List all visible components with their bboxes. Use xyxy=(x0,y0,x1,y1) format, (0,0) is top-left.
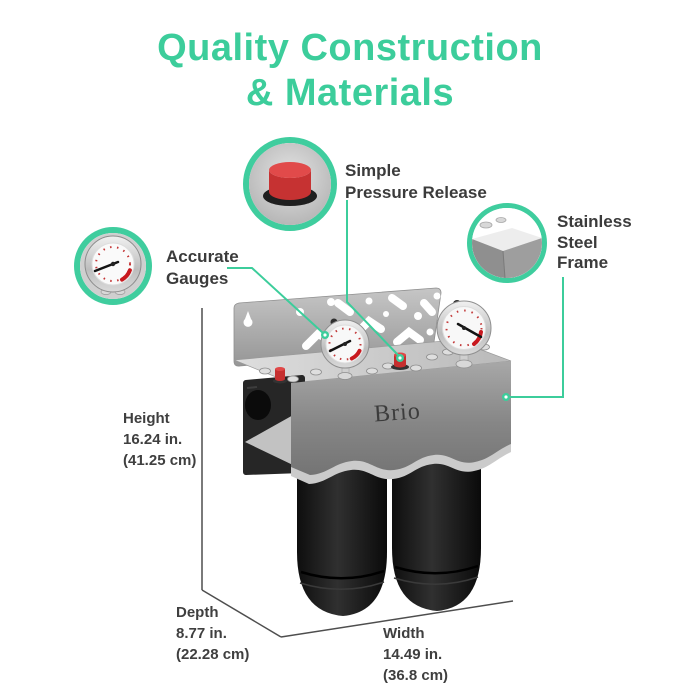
gauge-right xyxy=(436,300,492,369)
steel-corner-icon xyxy=(472,208,542,278)
callout-circle-accurate-gauges xyxy=(74,227,152,305)
deck-fittings xyxy=(259,343,490,383)
callout-label-accurate-gauges: Accurate Gauges xyxy=(166,247,239,288)
callout-line-stainless-frame xyxy=(509,277,564,398)
pressure-gauge-icon xyxy=(80,233,146,299)
dimension-inches: 8.77 in. xyxy=(176,625,227,642)
filter-housing-right xyxy=(392,436,481,611)
filter-housing-left xyxy=(297,440,387,616)
dimension-label-width: Width 14.49 in. (36.8 cm) xyxy=(383,623,448,686)
dimension-cm: (36.8 cm) xyxy=(383,667,449,684)
top-deck xyxy=(233,339,512,384)
callout-circle-pressure-release xyxy=(243,137,337,231)
mounting-keyhole-icon xyxy=(243,311,253,327)
gauge-left xyxy=(320,318,370,380)
perforation-pattern xyxy=(302,294,436,350)
callout-line-pressure-release xyxy=(346,200,400,357)
dimension-inches: 14.49 in. xyxy=(383,646,443,663)
backplate xyxy=(233,287,442,367)
frame-lip xyxy=(291,366,511,484)
dimension-name: Width xyxy=(383,625,425,642)
page-title: Quality Construction & Materials xyxy=(0,26,700,116)
dimension-label-depth: Depth 8.77 in. (22.28 cm) xyxy=(176,602,249,665)
title-line-1: Quality Construction xyxy=(157,27,543,69)
red-button-icon xyxy=(249,143,331,225)
callout-line-accurate-gauges xyxy=(227,267,324,334)
callout-label-pressure-release: Simple Pressure Release xyxy=(345,161,487,202)
dimension-inches: 16.24 in. xyxy=(123,431,183,448)
pressure-release-button-center xyxy=(391,352,409,370)
dimension-name: Height xyxy=(123,410,170,427)
pressure-release-button-left xyxy=(273,367,287,384)
callout-label-stainless-frame: Stainless Steel Frame xyxy=(557,212,632,273)
dimension-label-height: Height 16.24 in. (41.25 cm) xyxy=(123,408,196,471)
perforation-dots xyxy=(296,292,441,351)
dimension-cm: (41.25 cm) xyxy=(123,452,197,469)
callout-end-dots xyxy=(321,331,510,401)
front-panel xyxy=(291,361,511,475)
title-line-2: & Materials xyxy=(245,71,455,114)
callout-circle-stainless-frame xyxy=(467,203,547,283)
brand-logo: Brio xyxy=(373,398,421,427)
frame-flap xyxy=(245,414,295,466)
dimension-name: Depth xyxy=(176,604,219,621)
dimension-cm: (22.28 cm) xyxy=(176,646,250,663)
inlet-block xyxy=(243,375,305,475)
